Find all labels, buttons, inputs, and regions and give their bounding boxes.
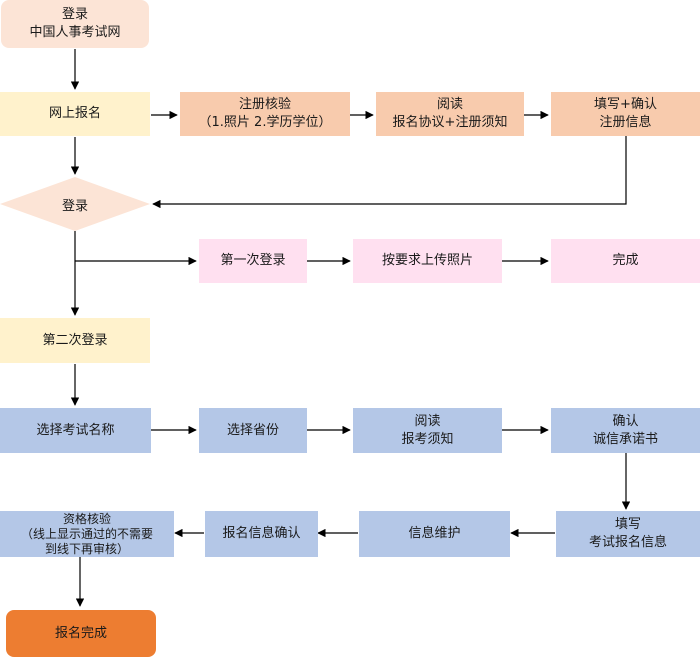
node-online-register: 网上报名	[0, 92, 150, 136]
node-login-decision-label: 登录	[61, 199, 88, 214]
node-login-site: 登录 中国人事考试网	[1, 0, 149, 48]
arrow-fill-to-login	[152, 136, 627, 209]
node-first-login: 第一次登录	[199, 239, 307, 283]
node-confirm-integrity: 确认 诚信承诺书	[551, 408, 700, 453]
node-fill-confirm-register: 填写+确认 注册信息	[551, 92, 700, 136]
node-read-agreement: 阅读 报名协议+注册须知	[376, 92, 524, 136]
node-register-check: 注册核验 （1.照片 2.学历学位）	[180, 92, 350, 136]
node-fill-exam-info: 填写 考试报名信息	[556, 511, 700, 557]
node-select-exam: 选择考试名称	[0, 408, 151, 453]
node-upload-photo: 按要求上传照片	[353, 239, 502, 283]
node-qualification-check: 资格核验 （线上显示通过的不需要 到线下再审核）	[0, 511, 174, 557]
node-second-login: 第二次登录	[0, 318, 150, 363]
node-done: 完成	[551, 239, 700, 283]
node-register-complete: 报名完成	[6, 610, 156, 657]
node-read-exam-notice: 阅读 报考须知	[353, 408, 502, 453]
node-info-maintain: 信息维护	[359, 511, 510, 557]
login-decision-diamond	[0, 177, 150, 231]
node-select-province: 选择省份	[199, 408, 307, 453]
node-confirm-register-info: 报名信息确认	[205, 511, 318, 557]
